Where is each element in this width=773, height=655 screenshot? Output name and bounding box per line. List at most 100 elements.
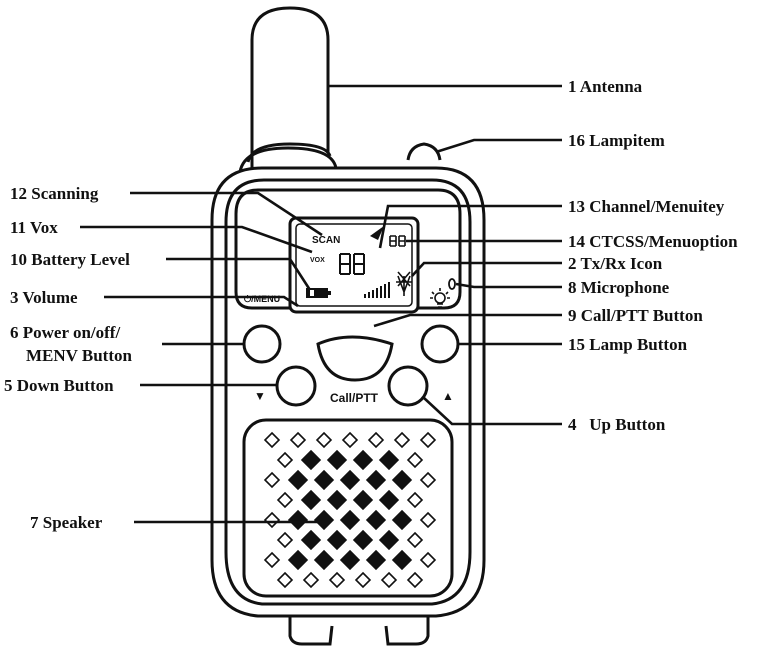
label-lampitem: 16 Lampitem xyxy=(568,131,665,150)
label-volume: 3 Volume xyxy=(10,288,78,307)
speaker-hole xyxy=(393,431,411,449)
speaker-hole xyxy=(300,449,322,471)
speaker-hole xyxy=(328,571,346,589)
label-ctcss: 14 CTCSS/Menuoption xyxy=(568,232,738,251)
leader-lines xyxy=(80,84,562,524)
speaker-hole xyxy=(378,529,400,551)
speaker-hole xyxy=(378,449,400,471)
front-panel xyxy=(234,188,462,310)
speaker-hole xyxy=(352,449,374,471)
speaker-grille xyxy=(263,431,437,589)
speaker-hole xyxy=(315,431,333,449)
label-lamp-button: 15 Lamp Button xyxy=(568,335,688,354)
lamp-housing xyxy=(406,142,442,161)
speaker-hole xyxy=(289,431,307,449)
label-speaker: 7 Speaker xyxy=(30,513,103,532)
speaker-hole xyxy=(391,509,413,531)
label-power-line1: 6 Power on/off/ xyxy=(10,323,120,342)
speaker-hole xyxy=(419,471,437,489)
signal-strength-bars xyxy=(364,282,390,298)
speaker-hole xyxy=(287,469,309,491)
speaker-hole xyxy=(378,489,400,511)
lamp-bulb-icon xyxy=(430,288,450,308)
speaker-hole xyxy=(276,571,294,589)
power-menu-button[interactable] xyxy=(242,324,282,364)
antenna-tx-icon xyxy=(396,271,412,296)
speaker-hole xyxy=(406,491,424,509)
speaker-hole xyxy=(263,511,281,529)
lcd-ctcss-digits xyxy=(389,235,406,247)
microphone-hole xyxy=(448,278,456,290)
speaker-hole xyxy=(419,511,437,529)
label-down-button: 5 Down Button xyxy=(4,376,114,395)
label-microphone: 8 Microphone xyxy=(568,278,670,297)
label-channel: 13 Channel/Menuitey xyxy=(568,197,725,216)
down-button[interactable] xyxy=(275,365,317,407)
speaker-hole xyxy=(380,571,398,589)
speaker-hole xyxy=(352,489,374,511)
label-scanning: 12 Scanning xyxy=(10,184,99,203)
label-power-line2: MENV Button xyxy=(26,346,132,365)
lcd-channel-digits xyxy=(339,253,365,275)
speaker-hole xyxy=(276,491,294,509)
left-foot xyxy=(288,616,334,646)
speaker-hole xyxy=(365,549,387,571)
speaker-hole xyxy=(300,529,322,551)
label-vox: 11 Vox xyxy=(10,218,58,237)
speaker-hole xyxy=(419,431,437,449)
speaker-grille-frame xyxy=(242,418,454,598)
battery-icon xyxy=(306,288,331,298)
speaker-hole xyxy=(263,431,281,449)
speaker-hole xyxy=(326,529,348,551)
label-txrx: 2 Tx/Rx Icon xyxy=(568,254,663,273)
right-foot xyxy=(384,616,430,646)
speaker-hole xyxy=(276,451,294,469)
speaker-hole xyxy=(263,471,281,489)
speaker-hole xyxy=(313,549,335,571)
speaker-hole xyxy=(406,531,424,549)
label-antenna: 1 Antenna xyxy=(568,77,643,96)
speaker-hole xyxy=(406,451,424,469)
lcd-screen: SCAN VOX xyxy=(288,216,420,314)
speaker-hole xyxy=(326,489,348,511)
device-body-inner xyxy=(224,178,472,606)
speaker-hole xyxy=(391,469,413,491)
speaker-hole xyxy=(326,449,348,471)
speaker-hole xyxy=(302,571,320,589)
speaker-hole xyxy=(300,489,322,511)
speaker-hole xyxy=(287,509,309,531)
speaker-hole xyxy=(352,529,374,551)
up-arrow-icon: ▲ xyxy=(442,389,454,403)
speaker-hole xyxy=(354,571,372,589)
down-arrow-icon: ▼ xyxy=(254,389,266,403)
menu-label: ⏻/MENU xyxy=(244,294,280,304)
label-call-ptt: 9 Call/PTT Button xyxy=(568,306,703,325)
label-up-button: 4 Up Button xyxy=(568,415,666,434)
up-button[interactable] xyxy=(387,365,429,407)
speaker-hole xyxy=(263,551,281,569)
call-ptt-button[interactable] xyxy=(316,335,394,382)
speaker-hole xyxy=(341,431,359,449)
speaker-hole xyxy=(276,531,294,549)
speaker-hole xyxy=(339,509,361,531)
speaker-hole xyxy=(365,509,387,531)
speaker-hole xyxy=(339,549,361,571)
speaker-hole xyxy=(419,551,437,569)
device-body xyxy=(210,166,486,618)
lcd-pointer-icon xyxy=(370,226,384,240)
lcd-scan-text: SCAN xyxy=(312,235,340,246)
antenna xyxy=(238,6,338,173)
speaker-hole xyxy=(391,549,413,571)
lcd-vox-text: VOX xyxy=(310,257,325,264)
label-battery: 10 Battery Level xyxy=(10,250,130,269)
speaker-hole xyxy=(287,549,309,571)
speaker-hole xyxy=(339,469,361,491)
lamp-button[interactable] xyxy=(420,324,460,364)
speaker-hole xyxy=(313,509,335,531)
speaker-hole xyxy=(365,469,387,491)
speaker-hole xyxy=(406,571,424,589)
speaker-hole xyxy=(313,469,335,491)
call-ptt-text: Call/PTT xyxy=(330,391,379,405)
speaker-hole xyxy=(367,431,385,449)
